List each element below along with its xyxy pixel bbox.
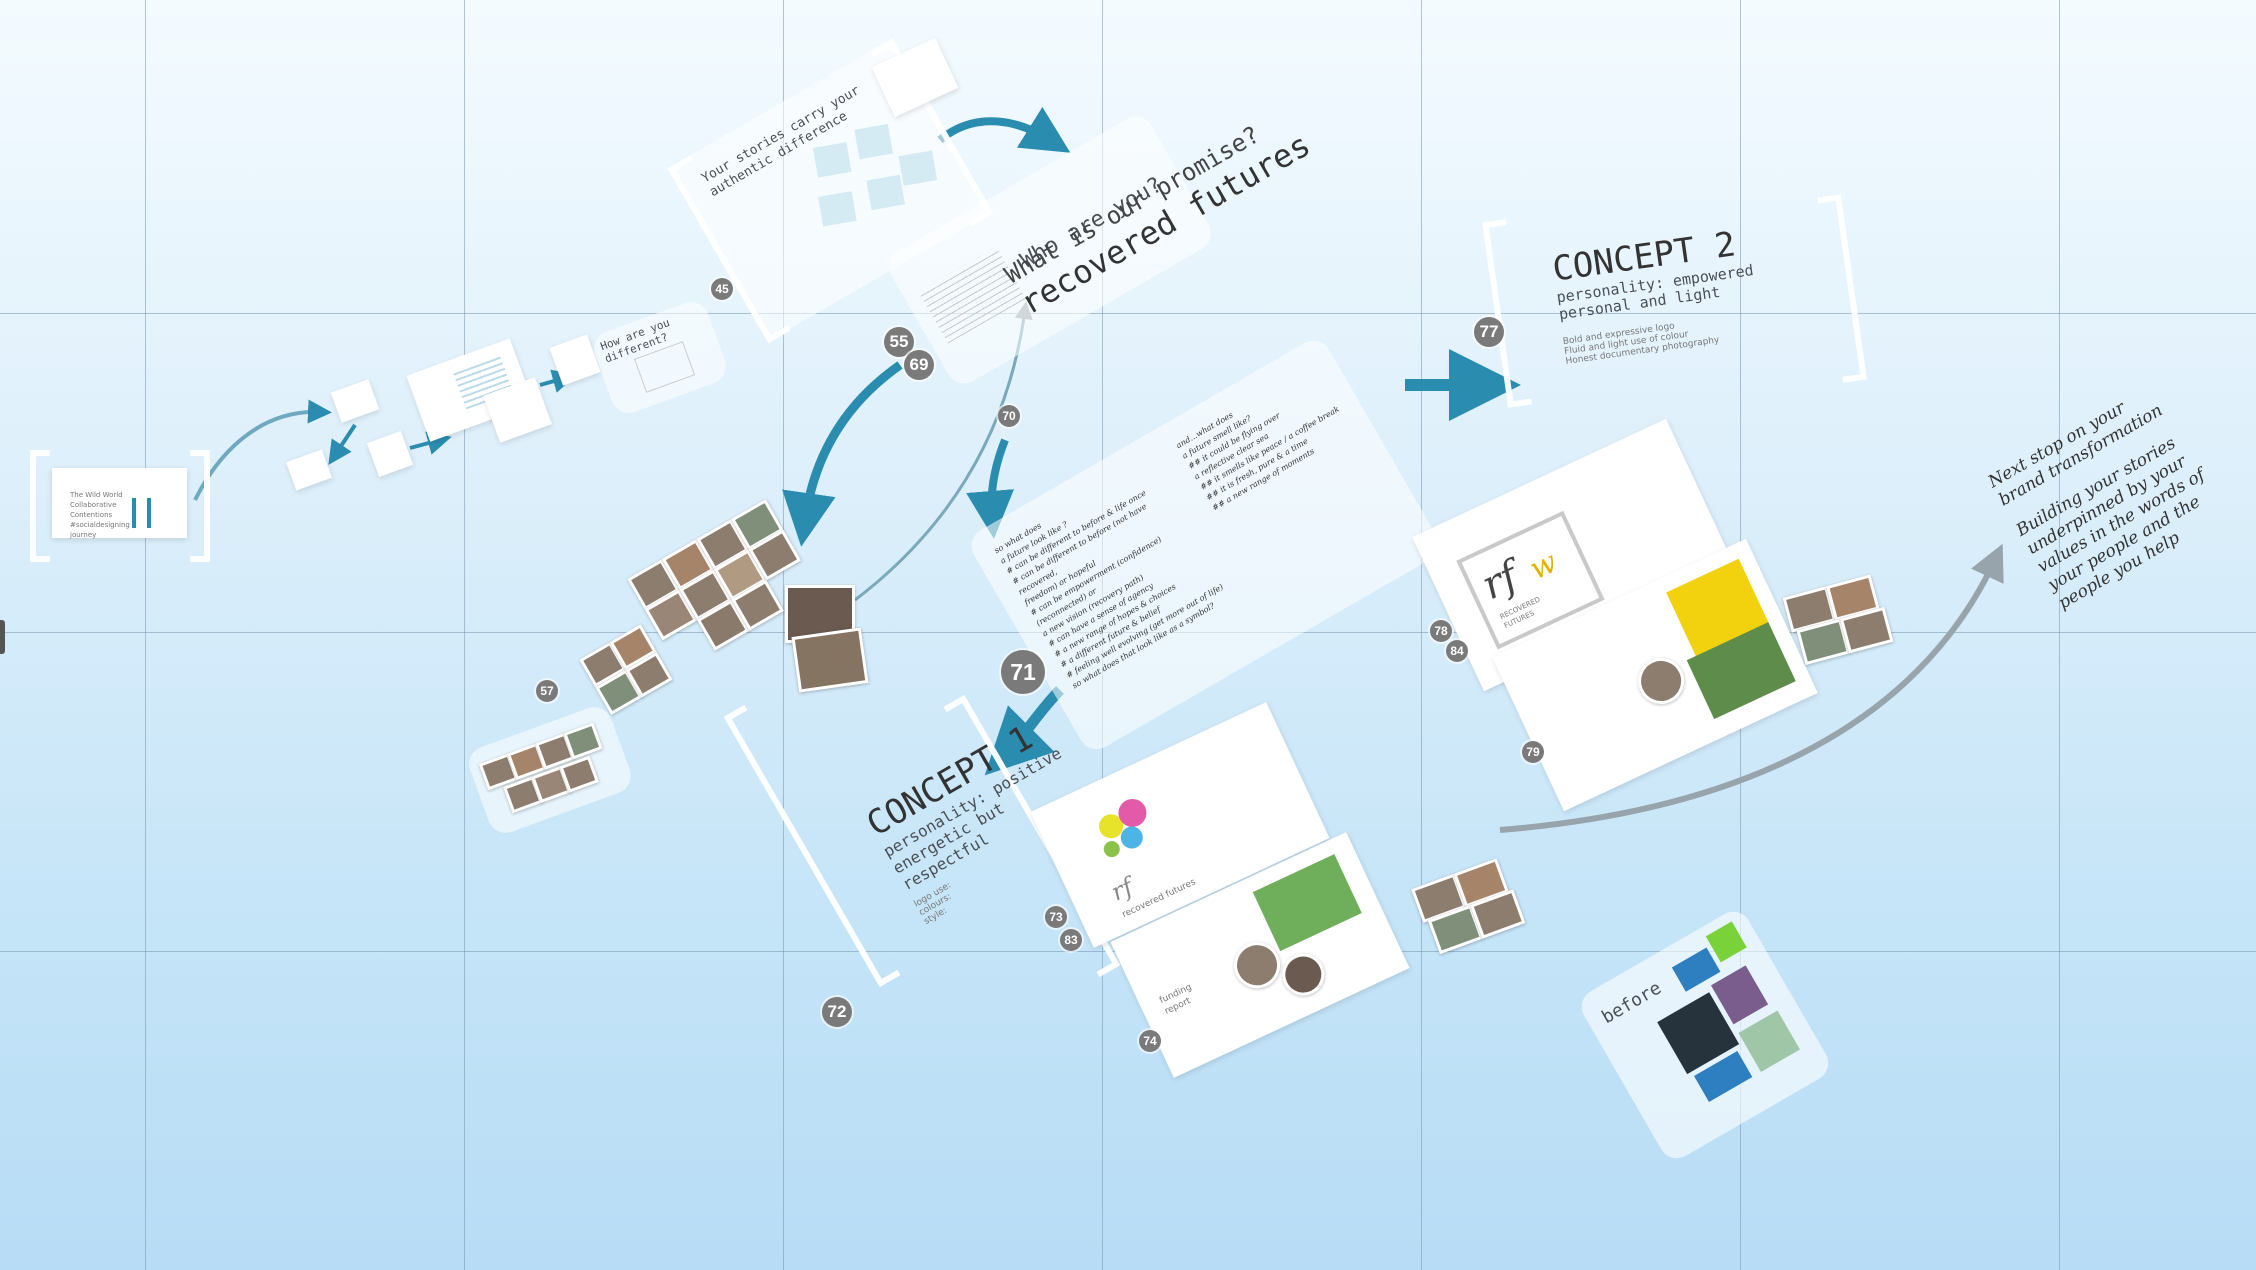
concept2-frame[interactable]: CONCEPT 2 personality: empowered persona… bbox=[1482, 194, 1867, 408]
concept1-frame[interactable]: CONCEPT 1 personality: positive energeti… bbox=[723, 694, 1121, 1020]
step-badge[interactable]: 77 bbox=[1474, 317, 1504, 347]
step-badge[interactable]: 69 bbox=[904, 350, 934, 380]
grid-line bbox=[783, 0, 784, 1270]
step-badge[interactable]: 70 bbox=[998, 405, 1020, 427]
step-badge[interactable]: 57 bbox=[536, 680, 558, 702]
step-badge[interactable]: 78 bbox=[1430, 620, 1452, 642]
overview-title-line: Collaborative bbox=[70, 501, 117, 509]
step-badge[interactable]: 45 bbox=[711, 278, 733, 300]
grid-line bbox=[0, 313, 2256, 314]
step-badge[interactable]: 72 bbox=[822, 997, 852, 1027]
side-panel-handle[interactable] bbox=[0, 620, 5, 654]
grid-line bbox=[145, 0, 146, 1270]
overview-title-line: journey bbox=[70, 531, 97, 539]
before-label: before bbox=[1598, 977, 1666, 1029]
step-badge[interactable]: 74 bbox=[1139, 1030, 1161, 1052]
overview-title-line: The Wild World bbox=[70, 491, 123, 499]
step-badge[interactable]: 79 bbox=[1522, 741, 1544, 763]
overview-thumbnail: The Wild World Collaborative Contentions… bbox=[52, 468, 187, 539]
grid-line bbox=[464, 0, 465, 1270]
step-badge[interactable]: 83 bbox=[1060, 929, 1082, 951]
portrait-photo[interactable] bbox=[791, 627, 869, 693]
overview-title-line: #socialdesigning bbox=[70, 521, 130, 529]
grid-line bbox=[1421, 0, 1422, 1270]
step-badge[interactable]: 71 bbox=[1001, 650, 1045, 694]
overview-frame[interactable]: The Wild World Collaborative Contentions… bbox=[30, 450, 210, 562]
overview-title-line: Contentions bbox=[70, 511, 113, 519]
step-badge[interactable]: 73 bbox=[1045, 906, 1067, 928]
step-badge[interactable]: 84 bbox=[1446, 640, 1468, 662]
grid-line bbox=[2059, 0, 2060, 1270]
